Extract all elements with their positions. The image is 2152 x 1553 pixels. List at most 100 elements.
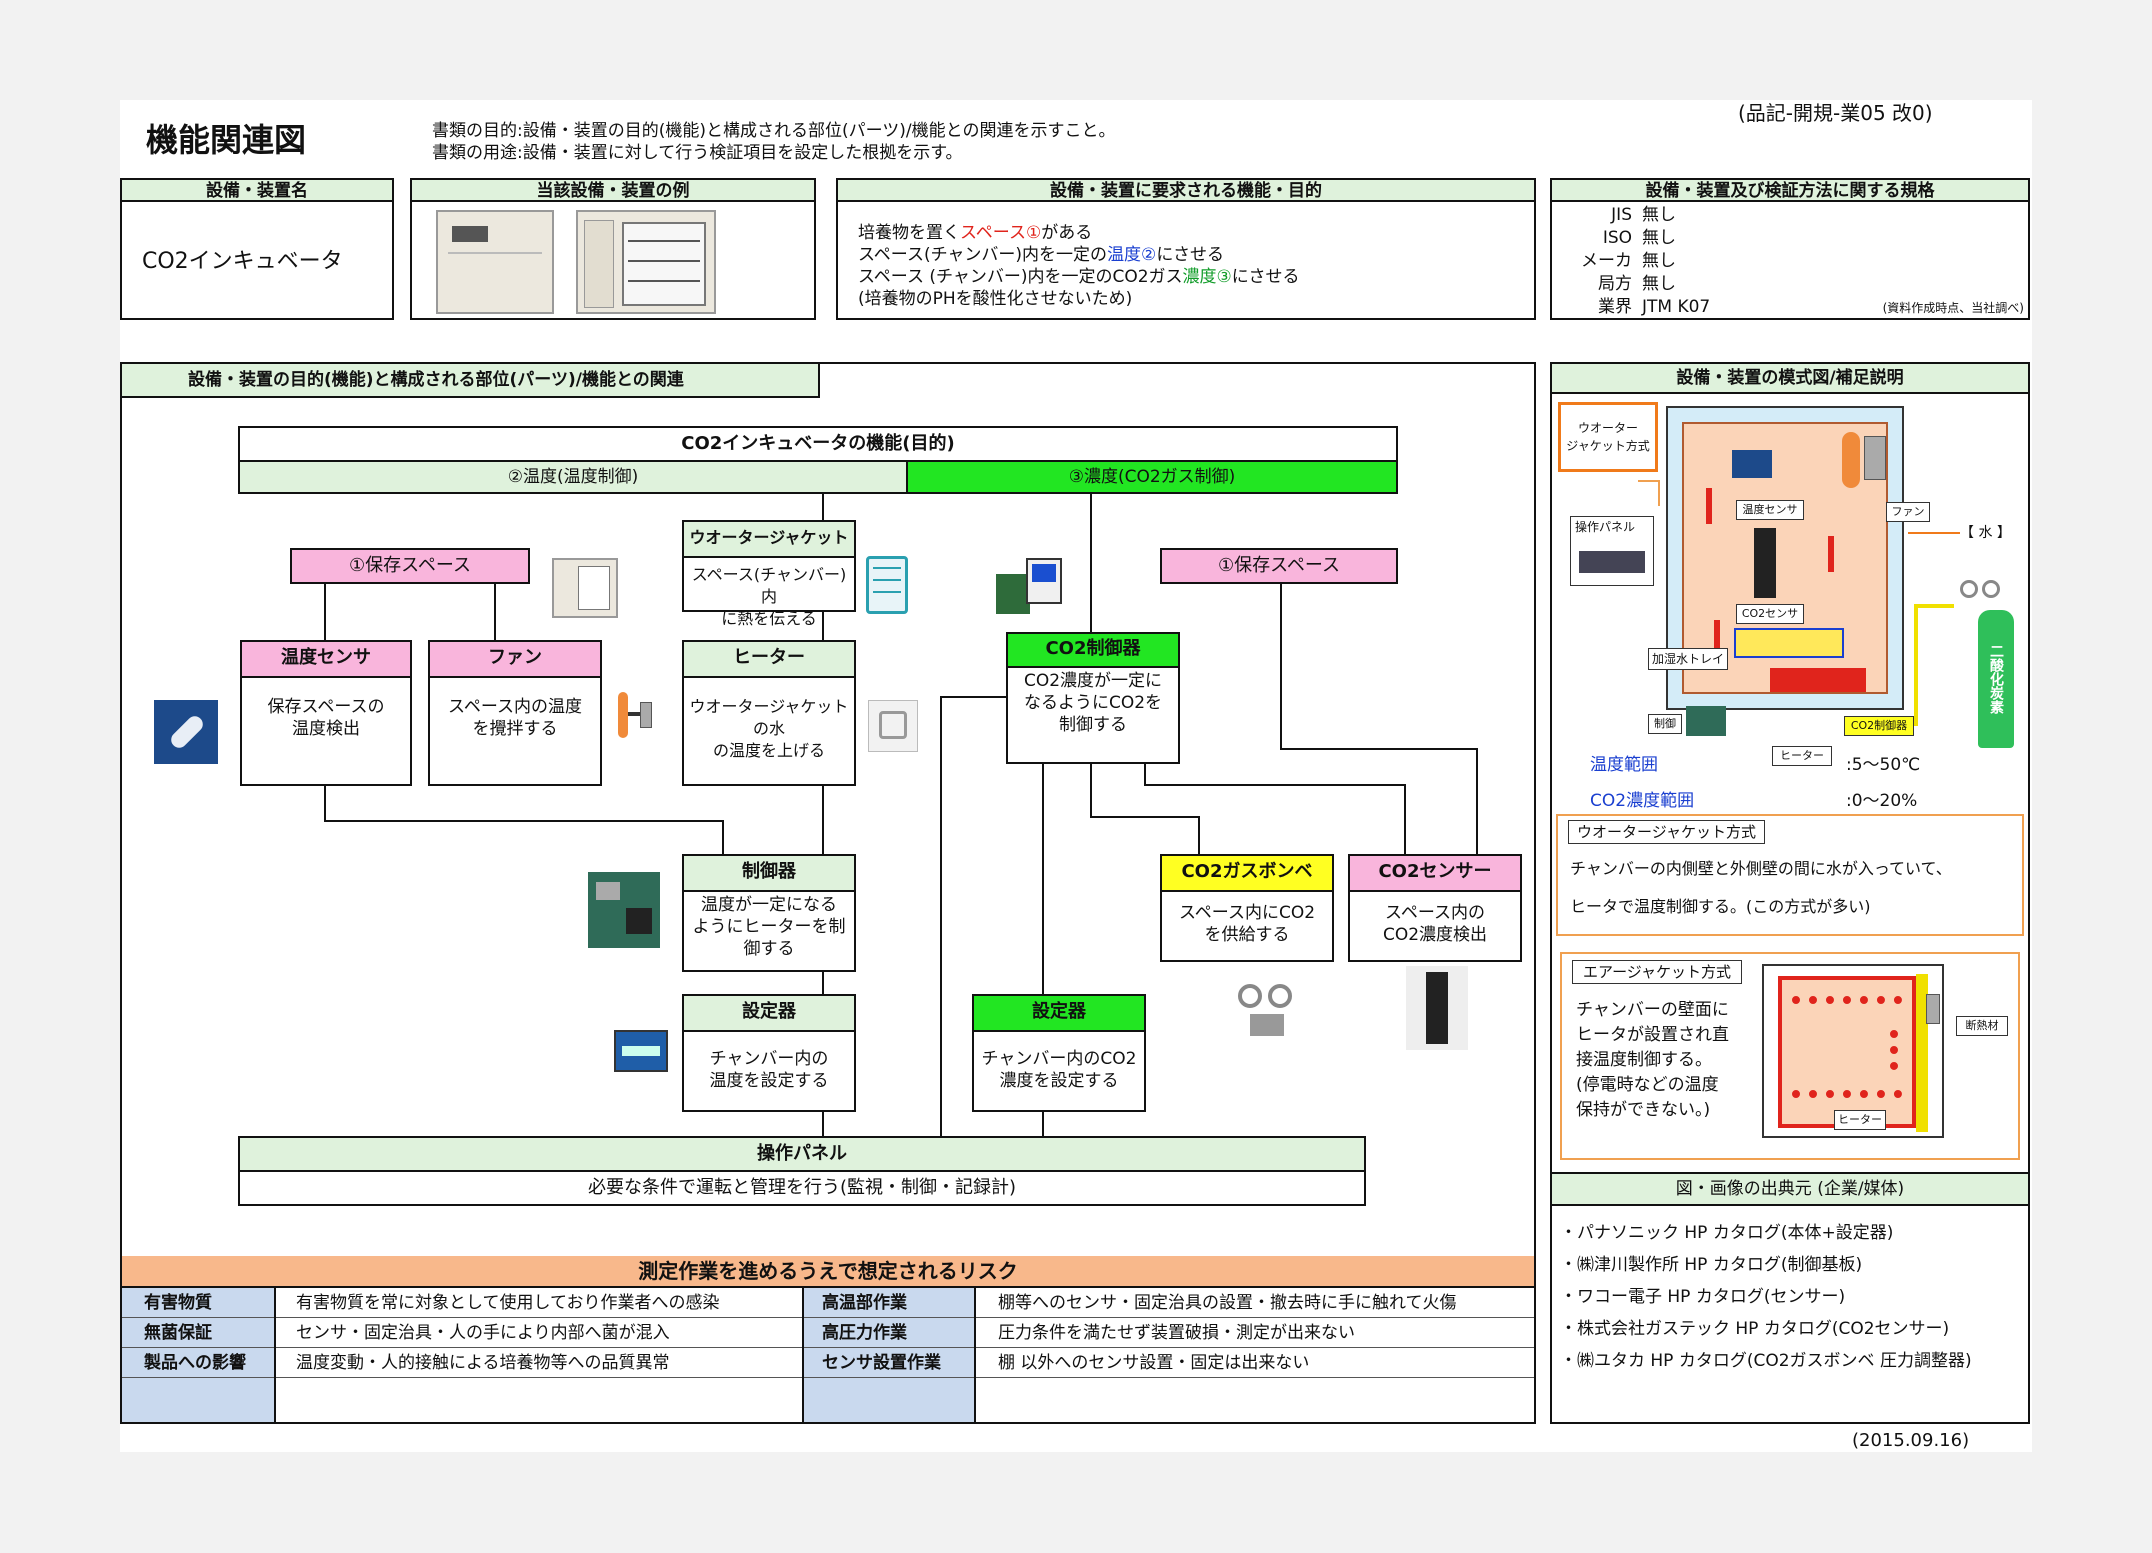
std-value-maker: 無し [1642, 251, 1676, 271]
std-value-pharmacopoeia: 無し [1642, 274, 1676, 294]
water-jacket-icon [866, 556, 908, 614]
equipment-name-header: 設備・装置名 [120, 178, 394, 202]
schematic-water-arrow [1908, 532, 1960, 534]
source-2: ・ワコー電子 HP カタログ(センサー) [1560, 1287, 1846, 1307]
node-setter-co2: 設定器 チャンバー内のCO2 濃度を設定する [972, 994, 1146, 1112]
setter-device-icon [614, 1030, 668, 1072]
node-water-jacket: ウオータージャケット スペース(チャンバー)内 に熱を伝える [682, 520, 856, 628]
schematic-temp-sensor-label: 温度センサ [1736, 500, 1804, 520]
air-heater-label: ヒーター [1834, 1110, 1886, 1130]
risk-left-text-1: センサ・固定治具・人の手により内部へ菌が混入 [276, 1318, 802, 1348]
node-co2-controller: CO2制御器 CO2濃度が一定に なるようにCO2を 制御する [1006, 632, 1180, 764]
co2-range-label: CO2濃度範囲 [1590, 791, 1695, 811]
co2-controller-board-icon [996, 558, 1066, 616]
schematic-control-label: 制御 [1648, 714, 1682, 734]
schematic-op-panel: 操作パネル [1570, 516, 1654, 586]
page-title: 機能関連図 [146, 121, 307, 159]
schematic-co2-sensor-icon [1754, 528, 1776, 598]
node-fan: ファン スペース内の温度 を攪拌する [428, 640, 602, 786]
water-jacket-box: ウオータージャケット方式 チャンバーの内側壁と外側壁の間に水が入っていて、 ヒー… [1556, 814, 2024, 936]
incubator-closed-icon [436, 210, 554, 314]
node-storage-space-left: ①保存スペース [290, 548, 530, 584]
schematic-water-label: 【 水 】 [1960, 525, 2011, 541]
air-jacket-box-title: エアージャケット方式 [1572, 960, 1743, 984]
source-1: ・㈱津川製作所 HP カタログ(制御基板) [1560, 1255, 1863, 1275]
schematic-tray-icon [1734, 628, 1844, 658]
schematic-regulator-icon [1960, 580, 2006, 606]
std-label-industry: 業界 [1598, 297, 1632, 317]
diagram-top-title: CO2インキュベータの機能(目的) [238, 426, 1398, 462]
function-line-2: スペース(チャンバー)内を一定の温度②にさせる [858, 245, 1224, 265]
schematic-fan-motor-icon [1864, 436, 1886, 480]
std-label-iso: ISO [1602, 228, 1632, 248]
example-box [410, 200, 816, 320]
insulation-label: 断熱材 [1956, 1016, 2008, 1036]
risk-left-text-2: 温度変動・人的接触による培養物等への品質異常 [276, 1348, 802, 1378]
source-4: ・㈱ユタカ HP カタログ(CO2ガスボンベ 圧力調整器) [1560, 1351, 1972, 1371]
std-label-jis: JIS [1611, 205, 1632, 225]
risk-right-label-1: 高圧力作業 [804, 1318, 974, 1348]
node-controller: 制御器 温度が一定になる ようにヒーターを制 御する [682, 854, 856, 972]
co2-range-value: :0～20% [1846, 791, 1918, 811]
gas-regulator-icon [1232, 980, 1302, 1042]
schematic-fan-icon [1842, 432, 1860, 488]
temp-range-value: :5～50℃ [1846, 755, 1921, 775]
schematic-arrow-left-icon [1714, 620, 1730, 656]
risk-right-label-empty [804, 1378, 974, 1422]
node-heater: ヒーター ウオータージャケットの水 の温度を上げる [682, 640, 856, 786]
temp-branch: ②温度(温度制御) [238, 460, 908, 494]
risk-right-label-0: 高温部作業 [804, 1288, 974, 1318]
node-co2-cylinder: CO2ガスボンベ スペース内にCO2 を供給する [1160, 854, 1334, 962]
water-jacket-box-title: ウオータージャケット方式 [1568, 820, 1765, 844]
schematic-co2-sensor-label: CO2センサ [1736, 604, 1804, 624]
incubator-open-icon [576, 210, 716, 314]
fan-icon [616, 690, 656, 740]
document-page: (品記-開規-業05 改0) 機能関連図 書類の目的:設備・装置の目的(機能)と… [120, 100, 2032, 1452]
water-jacket-box-line-1: チャンバーの内側壁と外側壁の間に水が入っていて、 [1570, 859, 1952, 878]
equipment-name: CO2インキュベータ [142, 249, 343, 274]
panel-body: 必要な条件で運転と管理を行う(監視・制御・記録計) [238, 1170, 1366, 1206]
std-label-maker: メーカ [1581, 251, 1632, 271]
node-temp-sensor: 温度センサ 保存スペースの 温度検出 [240, 640, 412, 786]
schematic-water-method-tag: ウオーター ジャケット方式 [1558, 402, 1658, 472]
risk-right-label-2: センサ設置作業 [804, 1348, 974, 1378]
schematic-gas-cylinder: 二酸化炭素 [1978, 610, 2014, 748]
air-jacket-schematic [1762, 964, 1944, 1138]
std-value-jis: 無し [1642, 205, 1676, 225]
source-header: 図・画像の出典元 (企業/媒体) [1550, 1172, 2030, 1206]
function-line-4: (培養物のPHを酸性化させないため) [858, 289, 1133, 309]
schematic-fan-label: ファン [1886, 502, 1930, 522]
schematic-arrow-up-icon [1706, 488, 1722, 524]
air-jacket-box: エアージャケット方式 チャンバーの壁面に ヒータが設置され直 接温度制御する。 … [1560, 952, 2020, 1160]
temp-range-label: 温度範囲 [1590, 755, 1658, 775]
heater-icon [868, 700, 918, 752]
doc-code: (品記-開規-業05 改0) [1738, 101, 1933, 125]
std-value-iso: 無し [1642, 228, 1676, 248]
panel-head: 操作パネル [238, 1136, 1366, 1172]
risk-left-label-empty [122, 1378, 274, 1422]
relation-header: 設備・装置の目的(機能)と構成される部位(パーツ)/機能との関連 [120, 362, 820, 398]
source-3: ・株式会社ガステック HP カタログ(CO2センサー) [1560, 1319, 1950, 1339]
schematic-co2-ctrl-label: CO2制御器 [1844, 716, 1914, 736]
standards-note: (資料作成時点、当社調べ) [1882, 301, 2024, 315]
risk-right-text-1: 圧力条件を満たせず装置破損・測定が出来ない [976, 1318, 1534, 1348]
node-co2-sensor: CO2センサー スペース内の CO2濃度検出 [1348, 854, 1522, 962]
schematic-header: 設備・装置の模式図/補足説明 [1550, 362, 2030, 394]
function-line-1: 培養物を置くスペース①がある [858, 223, 1093, 243]
temp-sensor-icon [154, 700, 218, 764]
risk-left-label-0: 有害物質 [122, 1288, 274, 1318]
purpose-line-2: 書類の用途:設備・装置に対して行う検証項目を設定した根拠を示す。 [432, 143, 963, 163]
co2-sensor-icon [1406, 966, 1468, 1050]
document-date: (2015.09.16) [1852, 1430, 1970, 1451]
water-jacket-box-line-2: ヒータで温度制御する。(この方式が多い) [1570, 897, 1871, 916]
purpose-line-1: 書類の目的:設備・装置の目的(機能)と構成される部位(パーツ)/機能との関連を示… [432, 121, 1116, 141]
schematic-temp-sensor-icon [1732, 450, 1772, 478]
risk-left-label-1: 無菌保証 [122, 1318, 274, 1348]
required-function-box: 培養物を置くスペース①がある スペース(チャンバー)内を一定の温度②にさせる ス… [836, 200, 1536, 320]
risk-left-text-0: 有害物質を常に対象として使用しており作業者への感染 [276, 1288, 802, 1318]
risk-right-text-0: 棚等へのセンサ・固定治具の設置・撤去時に手に触れて火傷 [976, 1288, 1534, 1318]
conc-branch: ③濃度(CO2ガス制御) [906, 460, 1398, 494]
risk-right-text-2: 棚 以外へのセンサ設置・固定は出来ない [976, 1348, 1534, 1378]
std-value-industry: JTM K07 [1642, 297, 1711, 317]
source-section [1550, 1172, 2030, 1424]
